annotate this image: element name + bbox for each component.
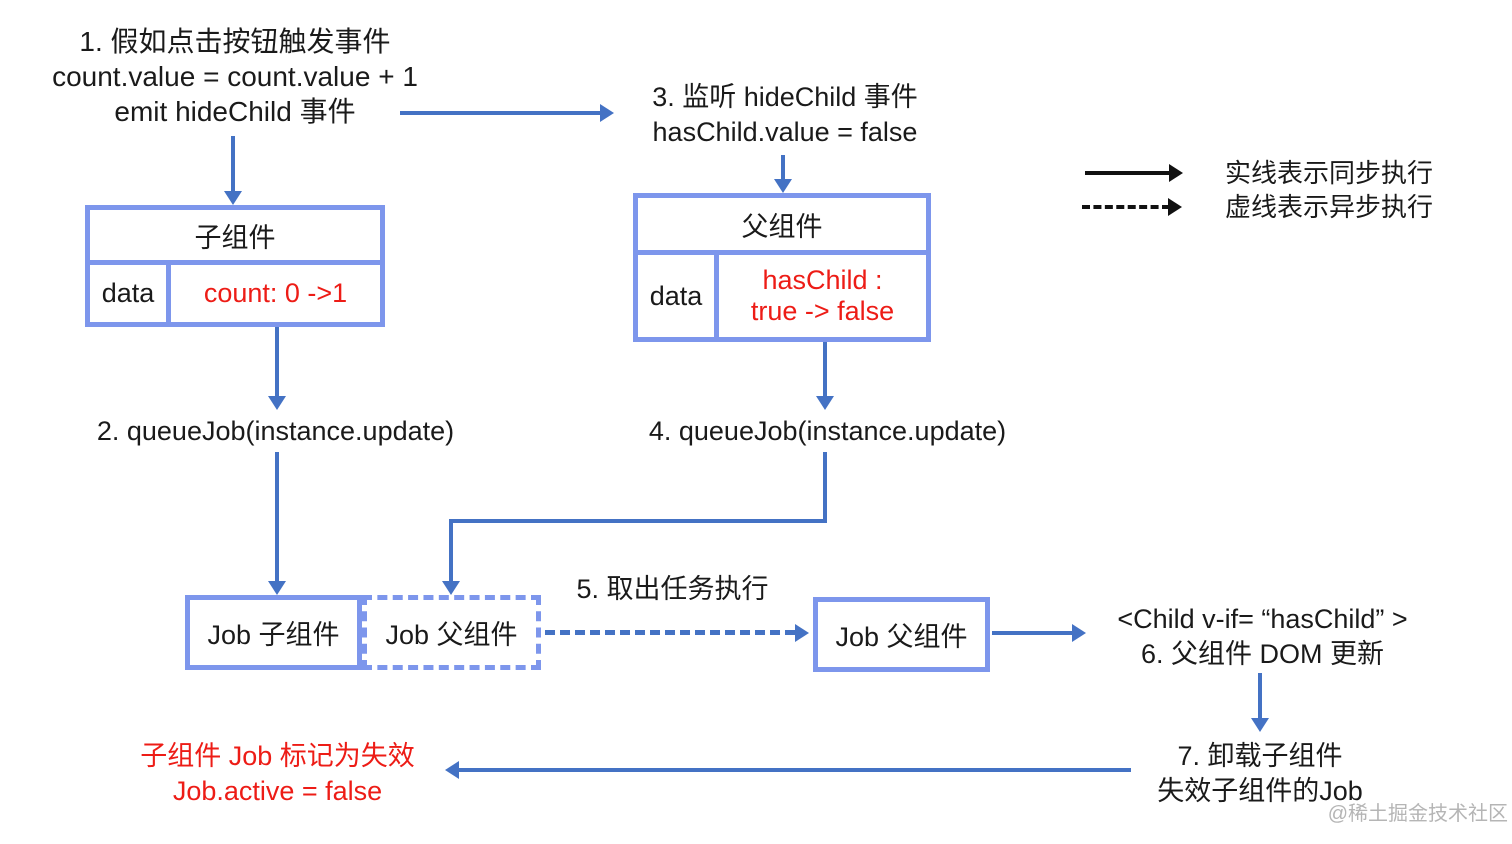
parent-component-title: 父组件 bbox=[638, 198, 926, 250]
arrow-step4-connector-vline2 bbox=[449, 519, 453, 581]
arrow-step4-connector-head bbox=[442, 581, 460, 595]
legend-solid-label: 实线表示同步执行 bbox=[1225, 158, 1434, 188]
watermark: @稀土掘金技术社区 bbox=[1327, 803, 1508, 825]
step2-text: 2. queueJob(instance.update) bbox=[96, 416, 455, 446]
legend-solid-arrow-line bbox=[1085, 171, 1171, 175]
step7-line1: 7. 卸载子组件 bbox=[1177, 741, 1343, 771]
arrow-parentbox-down-line bbox=[823, 342, 827, 396]
step1-text: 1. 假如点击按钮触发事件 count.value = count.value … bbox=[15, 24, 455, 129]
step1-line2: count.value = count.value + 1 bbox=[52, 61, 418, 92]
arrow-step2-to-jobchild-line bbox=[275, 452, 279, 581]
child-data-value: count: 0 ->1 bbox=[171, 265, 380, 322]
step7-text: 7. 卸载子组件 失效子组件的Job bbox=[1085, 739, 1435, 809]
arrow-step5-dashed-line bbox=[545, 630, 795, 635]
arrow-exec-to-step6-line bbox=[992, 631, 1074, 635]
arrow-parentbox-down-head bbox=[816, 396, 834, 410]
child-component-box: 子组件 data count: 0 ->1 bbox=[85, 205, 385, 327]
step6-line2: 6. 父组件 DOM 更新 bbox=[1140, 639, 1384, 669]
legend-solid-arrow-head bbox=[1169, 164, 1183, 182]
parent-data-value: hasChild : true -> false bbox=[719, 255, 926, 337]
job-parent-queued-box: Job 父组件 bbox=[362, 595, 541, 670]
arrow-step4-connector-hline bbox=[449, 519, 827, 523]
arrow-step1-to-step3-line bbox=[400, 111, 602, 115]
step1-line3: emit hideChild 事件 bbox=[114, 96, 356, 127]
step1-line1: 1. 假如点击按钮触发事件 bbox=[79, 26, 391, 57]
child-data-label: data bbox=[90, 265, 166, 322]
legend-dashed-arrow-head bbox=[1168, 198, 1182, 216]
arrow-step7-to-invalidate-head bbox=[445, 761, 459, 779]
legend-dashed-label: 虚线表示异步执行 bbox=[1225, 192, 1434, 222]
legend-dashed-arrow-line bbox=[1082, 205, 1170, 209]
step6-text: <Child v-if= “hasChild” > 6. 父组件 DOM 更新 bbox=[1090, 602, 1435, 672]
job-child-box: Job 子组件 bbox=[185, 595, 362, 670]
step3-line1: 3. 监听 hideChild 事件 bbox=[652, 82, 918, 112]
arrow-step2-to-jobchild-head bbox=[268, 581, 286, 595]
arrow-step5-dashed-head bbox=[795, 624, 809, 642]
step6-line1: <Child v-if= “hasChild” > bbox=[1117, 604, 1408, 634]
parent-data-label: data bbox=[638, 255, 714, 337]
arrow-step6-down-line bbox=[1258, 673, 1262, 718]
parent-data-value-line2: true -> false bbox=[750, 296, 895, 326]
job-parent-exec-box: Job 父组件 bbox=[813, 597, 990, 672]
invalidate-text: 子组件 Job 标记为失效 Job.active = false bbox=[90, 739, 465, 809]
arrow-step7-to-invalidate-line bbox=[459, 768, 1131, 772]
arrow-step3-down-head bbox=[774, 179, 792, 193]
arrow-exec-to-step6-head bbox=[1072, 624, 1086, 642]
arrow-step4-connector-vline1 bbox=[823, 452, 827, 523]
arrow-step6-down-head bbox=[1251, 718, 1269, 732]
step4-text: 4. queueJob(instance.update) bbox=[648, 416, 1007, 446]
arrow-step1-to-step3-head bbox=[600, 104, 614, 122]
invalidate-line1: 子组件 Job 标记为失效 bbox=[140, 741, 415, 771]
step3-text: 3. 监听 hideChild 事件 hasChild.value = fals… bbox=[625, 80, 945, 150]
parent-component-box: 父组件 data hasChild : true -> false bbox=[633, 193, 931, 342]
arrow-childbox-down-line bbox=[275, 327, 279, 396]
arrow-step1-down-line bbox=[231, 136, 235, 191]
invalidate-line2: Job.active = false bbox=[172, 776, 383, 806]
step5-text: 5. 取出任务执行 bbox=[576, 574, 769, 604]
step3-line2: hasChild.value = false bbox=[652, 117, 918, 147]
arrow-step3-down-line bbox=[781, 155, 785, 179]
arrow-childbox-down-head bbox=[268, 396, 286, 410]
step7-line2: 失效子组件的Job bbox=[1157, 776, 1363, 806]
child-component-title: 子组件 bbox=[90, 210, 380, 260]
parent-data-value-line1: hasChild : bbox=[762, 265, 883, 295]
arrow-step1-down-head bbox=[224, 191, 242, 205]
